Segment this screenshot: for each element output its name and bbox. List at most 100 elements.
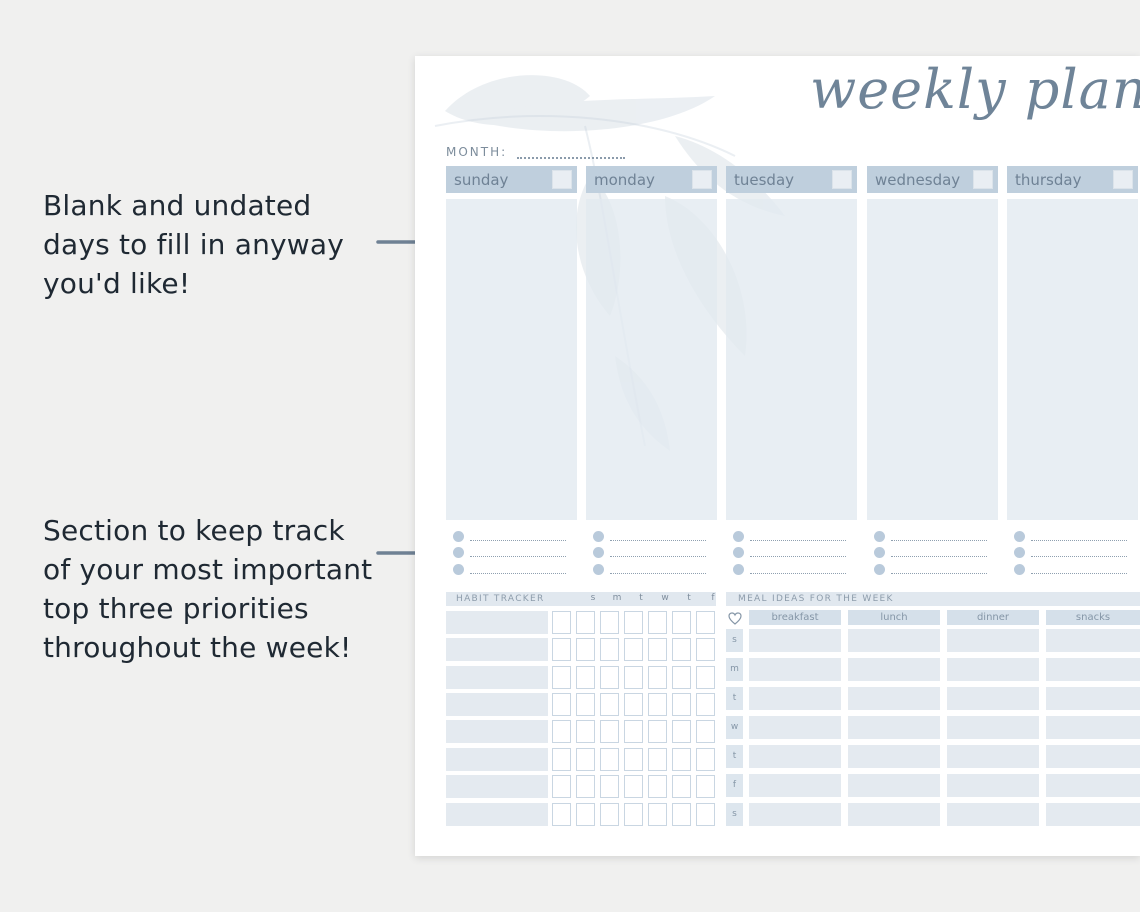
habit-checkbox[interactable] [672,803,691,826]
meal-cell[interactable] [749,687,841,710]
habit-checkbox[interactable] [624,720,643,743]
habit-name-field[interactable] [446,803,548,826]
habit-checkbox[interactable] [648,611,667,634]
meal-cell[interactable] [749,658,841,681]
habit-checkbox[interactable] [600,693,619,716]
priority-line[interactable] [891,540,987,541]
meal-cell[interactable] [848,774,940,797]
habit-checkbox[interactable] [648,693,667,716]
habit-name-field[interactable] [446,666,548,689]
meal-cell[interactable] [1046,629,1140,652]
habit-checkbox[interactable] [576,720,595,743]
habit-checkbox[interactable] [648,748,667,771]
priority-line[interactable] [470,540,566,541]
day-notes-tuesday[interactable] [726,199,857,520]
habit-checkbox[interactable] [648,720,667,743]
habit-checkbox[interactable] [672,693,691,716]
meal-cell[interactable] [1046,687,1140,710]
habit-checkbox[interactable] [552,720,571,743]
date-box[interactable] [692,170,712,189]
priority-line[interactable] [1031,540,1127,541]
habit-name-field[interactable] [446,611,548,634]
meal-cell[interactable] [1046,716,1140,739]
meal-cell[interactable] [749,774,841,797]
meal-cell[interactable] [749,745,841,768]
habit-checkbox[interactable] [600,775,619,798]
habit-checkbox[interactable] [624,803,643,826]
habit-name-field[interactable] [446,748,548,771]
meal-cell[interactable] [848,658,940,681]
meal-cell[interactable] [1046,658,1140,681]
meal-cell[interactable] [947,745,1039,768]
habit-checkbox[interactable] [624,638,643,661]
meal-cell[interactable] [1046,774,1140,797]
habit-checkbox[interactable] [576,611,595,634]
priority-line[interactable] [610,540,706,541]
habit-checkbox[interactable] [600,638,619,661]
habit-checkbox[interactable] [552,775,571,798]
habit-checkbox[interactable] [672,720,691,743]
priority-line[interactable] [750,573,846,574]
priority-line[interactable] [610,573,706,574]
habit-checkbox[interactable] [672,638,691,661]
day-notes-wednesday[interactable] [867,199,998,520]
habit-checkbox[interactable] [696,693,715,716]
habit-checkbox[interactable] [672,748,691,771]
habit-checkbox[interactable] [624,611,643,634]
habit-name-field[interactable] [446,775,548,798]
habit-checkbox[interactable] [552,748,571,771]
habit-checkbox[interactable] [696,611,715,634]
habit-checkbox[interactable] [600,666,619,689]
habit-checkbox[interactable] [696,775,715,798]
priority-line[interactable] [470,573,566,574]
meal-cell[interactable] [1046,803,1140,826]
priority-line[interactable] [1031,556,1127,557]
habit-checkbox[interactable] [624,693,643,716]
habit-checkbox[interactable] [576,803,595,826]
habit-checkbox[interactable] [648,638,667,661]
day-notes-monday[interactable] [586,199,717,520]
habit-name-field[interactable] [446,638,548,661]
meal-cell[interactable] [947,774,1039,797]
priority-line[interactable] [610,556,706,557]
meal-cell[interactable] [947,687,1039,710]
habit-checkbox[interactable] [648,775,667,798]
habit-checkbox[interactable] [696,666,715,689]
meal-cell[interactable] [947,629,1039,652]
habit-checkbox[interactable] [576,748,595,771]
meal-cell[interactable] [848,803,940,826]
habit-checkbox[interactable] [552,803,571,826]
meal-cell[interactable] [848,629,940,652]
habit-checkbox[interactable] [624,666,643,689]
habit-checkbox[interactable] [696,803,715,826]
meal-cell[interactable] [749,716,841,739]
date-box[interactable] [832,170,852,189]
priority-line[interactable] [891,556,987,557]
meal-cell[interactable] [749,803,841,826]
meal-cell[interactable] [848,716,940,739]
date-box[interactable] [1113,170,1133,189]
habit-checkbox[interactable] [672,775,691,798]
day-notes-sunday[interactable] [446,199,577,520]
meal-cell[interactable] [1046,745,1140,768]
habit-checkbox[interactable] [600,611,619,634]
habit-checkbox[interactable] [624,748,643,771]
habit-checkbox[interactable] [600,720,619,743]
habit-checkbox[interactable] [696,720,715,743]
habit-checkbox[interactable] [552,611,571,634]
meal-cell[interactable] [848,687,940,710]
meal-cell[interactable] [947,658,1039,681]
habit-name-field[interactable] [446,720,548,743]
date-box[interactable] [552,170,572,189]
habit-checkbox[interactable] [600,748,619,771]
habit-checkbox[interactable] [672,666,691,689]
month-input-line[interactable] [517,157,625,159]
date-box[interactable] [973,170,993,189]
habit-checkbox[interactable] [576,693,595,716]
priority-line[interactable] [750,540,846,541]
meal-cell[interactable] [947,803,1039,826]
meal-cell[interactable] [848,745,940,768]
habit-checkbox[interactable] [648,803,667,826]
habit-checkbox[interactable] [552,693,571,716]
habit-checkbox[interactable] [648,666,667,689]
